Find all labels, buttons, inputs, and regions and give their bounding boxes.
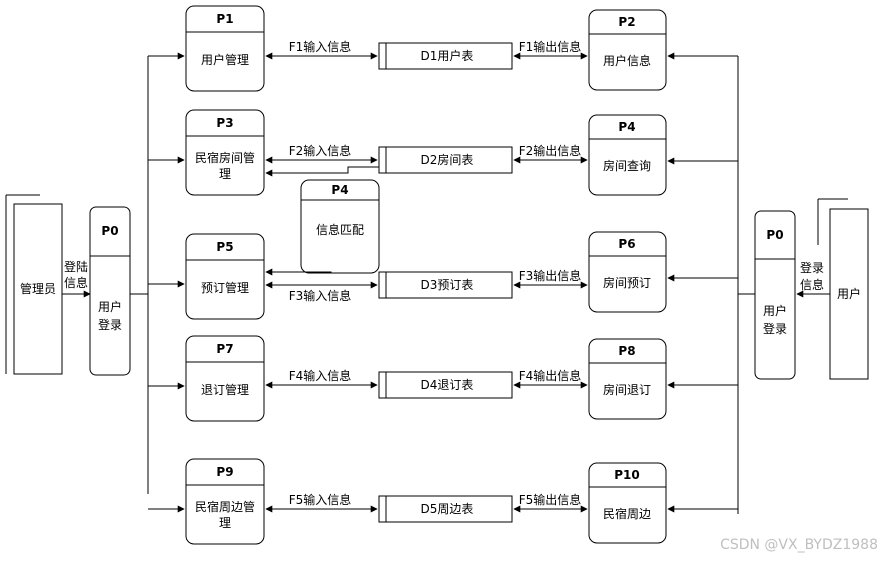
right-process-id: P8 xyxy=(618,344,635,358)
info-match-id: P4 xyxy=(331,183,348,197)
row-3: P5 预订管理 P6 房间预订 D3预订表 F3输入信息 F3输出信息 xyxy=(148,231,738,320)
left-process-label: 用户管理 xyxy=(201,52,249,67)
user-entity: 用户 xyxy=(817,198,869,380)
row-4: P7 退订管理 P8 房间退订 D4退订表 F4输入信息 F4输出信息 xyxy=(148,335,738,422)
input-flow-label: F2输入信息 xyxy=(289,143,352,158)
match-to-p5-arrow xyxy=(265,268,332,276)
data-store-1: D1用户表 xyxy=(378,42,513,70)
left-process-1: P1 用户管理 xyxy=(185,5,265,92)
right-process-2: P4 房间查询 xyxy=(588,114,667,196)
login-process-right: P0 用户 登录 xyxy=(754,210,796,380)
left-process-id: P1 xyxy=(216,12,233,26)
data-store-5: D5周边表 xyxy=(378,495,513,523)
data-store-2: D2房间表 xyxy=(378,146,513,174)
user-label: 用户 xyxy=(837,286,861,301)
right-process-id: P4 xyxy=(618,120,635,134)
output-flow-label: F2输出信息 xyxy=(519,143,582,158)
right-process-3: P6 房间预订 xyxy=(588,231,667,313)
left-process-3: P5 预订管理 xyxy=(185,233,265,320)
data-store-label: D3预订表 xyxy=(421,278,474,292)
left-process-4: P7 退订管理 xyxy=(185,335,265,422)
left-process-id: P3 xyxy=(216,116,233,130)
match-to-p3-arrow xyxy=(265,166,379,177)
data-store-4: D4退订表 xyxy=(378,371,513,399)
watermark: CSDN @VX_BYDZ1988 xyxy=(720,537,878,553)
login-left-l2: 登录 xyxy=(98,317,122,332)
left-process-id: P7 xyxy=(216,342,233,356)
left-process-label: 民宿周边管 xyxy=(195,499,255,514)
right-process-label: 用户信息 xyxy=(603,53,651,68)
data-store-label: D1用户表 xyxy=(421,48,474,63)
right-process-label: 民宿周边 xyxy=(603,506,651,521)
right-process-4: P8 房间退订 xyxy=(588,338,667,420)
login-right-l1: 用户 xyxy=(763,303,787,318)
right-process-id: P2 xyxy=(618,15,635,29)
info-match-process: P4 信息匹配 xyxy=(300,179,380,274)
right-process-id: P6 xyxy=(618,237,635,251)
info-match-label: 信息匹配 xyxy=(316,222,364,237)
input-flow-label: F3输入信息 xyxy=(289,288,352,303)
login-process-left: P0 用户 登录 xyxy=(89,206,131,376)
output-flow-label: F5输出信息 xyxy=(519,492,582,507)
right-process-label: 房间查询 xyxy=(603,158,651,173)
admin-flow-label-2: 信息 xyxy=(64,275,88,290)
right-process-label: 房间退订 xyxy=(603,382,651,397)
output-flow-label: F1输出信息 xyxy=(519,39,582,54)
admin-flow-label-1: 登陆 xyxy=(64,259,88,274)
right-process-1: P2 用户信息 xyxy=(588,9,667,91)
admin-entity: 管理员 xyxy=(5,194,63,375)
row-1: P1 用户管理 P2 用户信息 D1用户表 F1输入信息 F1输出信息 xyxy=(148,5,738,92)
data-store-3: D3预订表 xyxy=(378,271,513,299)
login-left-id: P0 xyxy=(101,224,118,238)
output-flow-label: F4输出信息 xyxy=(519,368,582,383)
user-flow-label-2: 信息 xyxy=(800,277,824,292)
output-flow-label: F3输出信息 xyxy=(519,268,582,283)
data-store-label: D4退订表 xyxy=(421,378,474,392)
left-process-label: 民宿房间管 xyxy=(195,150,255,165)
left-process-label-2: 理 xyxy=(219,516,231,530)
data-store-label: D2房间表 xyxy=(421,152,474,167)
input-flow-label: F5输入信息 xyxy=(289,492,352,507)
login-right-l2: 登录 xyxy=(763,321,787,336)
left-process-id: P5 xyxy=(216,240,233,254)
login-right-id: P0 xyxy=(766,228,783,242)
input-flow-label: F4输入信息 xyxy=(289,368,352,383)
left-process-label: 退订管理 xyxy=(201,382,249,397)
left-process-id: P9 xyxy=(216,465,233,479)
input-flow-label: F1输入信息 xyxy=(289,39,352,54)
login-left-l1: 用户 xyxy=(98,299,122,314)
admin-label: 管理员 xyxy=(20,281,56,296)
data-store-label: D5周边表 xyxy=(421,502,474,516)
right-process-id: P10 xyxy=(614,468,640,482)
user-flow-label-1: 登录 xyxy=(800,260,824,275)
right-process-5: P10 民宿周边 xyxy=(588,462,667,544)
left-process-label: 预订管理 xyxy=(201,280,249,295)
right-process-label: 房间预订 xyxy=(603,275,651,290)
left-process-label-2: 理 xyxy=(219,167,231,181)
